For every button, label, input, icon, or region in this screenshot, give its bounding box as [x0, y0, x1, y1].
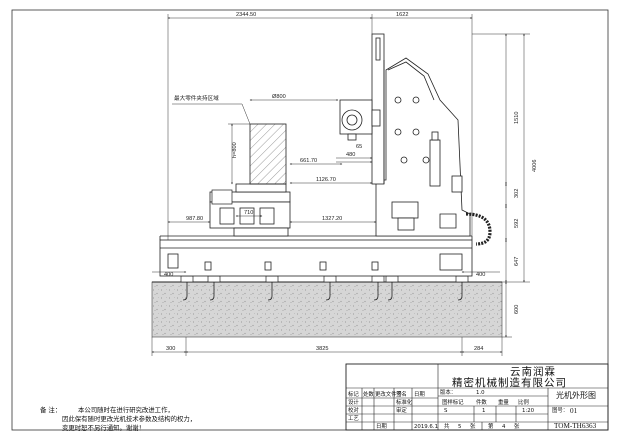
change-doc-label: 更改文件号 — [375, 390, 403, 398]
note-line2: 因此保有随时更改光机技术参数及结构的权力， — [62, 414, 196, 423]
version-label: 版本： — [440, 388, 456, 396]
dim-4006: 4006 — [532, 160, 538, 172]
leveling-feet — [180, 275, 469, 283]
sheet-value: 4 — [502, 424, 506, 430]
drawing-frame — [11, 9, 609, 431]
total-label: 共 — [444, 422, 450, 430]
dim-65: 65 — [356, 144, 362, 150]
dim-600: 600 — [514, 305, 520, 314]
dim-300: 300 — [166, 346, 175, 352]
title-block — [345, 363, 609, 431]
version-value: 1.0 — [476, 390, 485, 396]
dim-592: 592 — [514, 219, 520, 228]
foundation — [151, 281, 503, 338]
drawing-no-value: 01 — [570, 407, 578, 415]
dim-height-800: h=800 — [232, 142, 238, 158]
stage-label: 图样标记 — [442, 398, 464, 406]
dim-987: 987.80 — [186, 216, 203, 222]
machine-column — [371, 33, 471, 237]
dim-400-left: 400 — [164, 272, 173, 278]
sheet-unit: 张 — [514, 422, 520, 430]
spindle-head — [339, 99, 381, 141]
dim-400-right: 400 — [476, 272, 485, 278]
company-name-line2: 精密机械制造有限公司 — [452, 376, 567, 389]
standardize-label: 标准化 — [396, 398, 413, 406]
dim-1510: 1510 — [514, 112, 520, 124]
check-label: 校对 — [348, 406, 359, 414]
control-box — [211, 189, 233, 205]
workpiece-zone — [249, 123, 287, 185]
dim-1126: 1126.70 — [316, 177, 336, 183]
anchor-bolts — [182, 282, 463, 301]
note-prefix: 备 注： — [40, 405, 61, 414]
count-label: 处数 — [363, 390, 374, 398]
sheet-label: 第 — [488, 422, 494, 430]
dim-480: 480 — [346, 152, 355, 158]
date-label: 日期 — [414, 391, 425, 398]
total-unit: 张 — [470, 422, 476, 430]
dimension-lines — [151, 14, 530, 356]
scale-value: 1:20 — [522, 408, 535, 414]
period-label: 日期 — [376, 423, 387, 430]
dim-661: 661.70 — [300, 158, 317, 164]
design-label: 设计 — [348, 398, 359, 406]
count-value: 1 — [482, 408, 485, 414]
weight-label: 件数 — [476, 398, 487, 406]
dim-284: 284 — [474, 346, 483, 352]
mass-label: 重量 — [498, 398, 509, 406]
process-label: 工艺 — [348, 415, 359, 422]
machine-base — [159, 235, 473, 277]
dim-diameter: Ø800 — [272, 94, 286, 100]
note-line1: 本公司随时在进行研究改进工作， — [78, 405, 174, 414]
mark-label: 标记 — [348, 390, 359, 398]
dim-3825: 3825 — [316, 346, 328, 352]
company-name-line1: 云南润霖 — [510, 365, 556, 378]
dim-top-right: 1622 — [396, 12, 408, 18]
drawing-code: TOM-TH6363 — [554, 422, 597, 430]
note-line3: 变更时恕不另行通知。谢谢！ — [62, 423, 145, 432]
date-value: 2019.6.1 — [414, 424, 438, 430]
total-value: 5 — [458, 424, 461, 430]
review-label: 审定 — [396, 406, 407, 414]
s-mark: S — [444, 408, 448, 414]
dim-top-overall: 2344.50 — [236, 12, 256, 18]
sign-label: 签名 — [396, 390, 407, 398]
dim-710: 710 — [244, 210, 253, 216]
drawing-no-label: 图号： — [552, 406, 568, 414]
dim-302: 302 — [514, 189, 520, 198]
scale-label: 比例 — [518, 398, 529, 406]
dim-647: 647 — [514, 257, 520, 266]
label-max-workpiece: 最大零件夹持区域 — [174, 94, 219, 102]
drawing-name: 光机外形图 — [556, 390, 596, 400]
cable-chain — [465, 212, 492, 246]
dim-1327: 1327.20 — [322, 216, 342, 222]
